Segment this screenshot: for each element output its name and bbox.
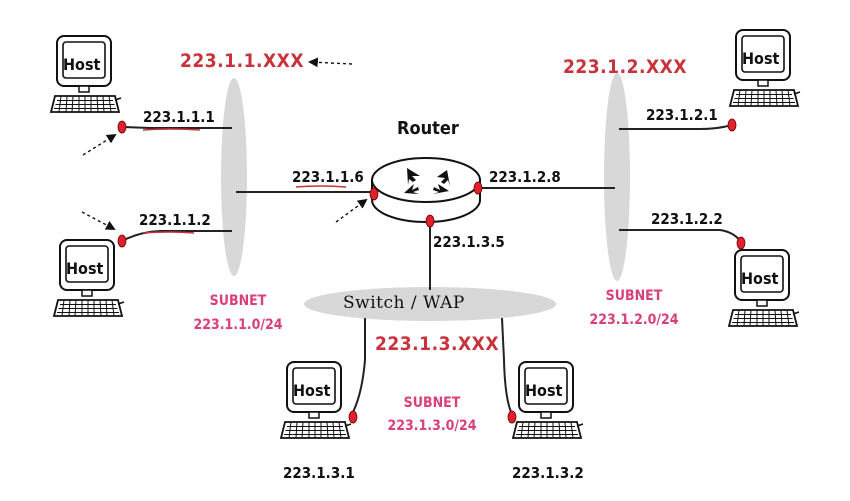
host-computer-5	[280, 361, 352, 439]
router-ip-right: 223.1.2.8	[489, 168, 561, 186]
network-label-2: 223.1.2.XXX	[563, 56, 687, 78]
router-icon	[371, 157, 481, 223]
router-ip-left: 223.1.1.6	[292, 168, 364, 186]
host-label-4: Host	[741, 269, 779, 288]
host-computer-3	[729, 29, 801, 107]
host-computer-1	[50, 35, 122, 113]
subnet-ellipse-2	[604, 73, 630, 281]
subnet-ellipse-1	[221, 78, 247, 276]
host-computer-2	[53, 239, 125, 317]
subnet-value-2: 223.1.2.0/24	[589, 312, 679, 328]
underlines	[142, 128, 347, 234]
host-ip-1: 223.1.1.1	[143, 108, 215, 126]
router-label: Router	[397, 118, 459, 139]
host-label-6: Host	[525, 381, 563, 400]
subnet-title-1: SUBNET	[209, 293, 267, 309]
host-computer-4	[728, 249, 800, 327]
interface-dots	[117, 118, 746, 424]
host-ip-3: 223.1.2.1	[646, 106, 718, 124]
host-label-5: Host	[293, 381, 331, 400]
host-label-2: Host	[66, 259, 104, 278]
host-ip-2: 223.1.1.2	[139, 211, 211, 229]
switch-ellipse	[304, 287, 556, 321]
router-ip-bottom: 223.1.3.5	[433, 233, 505, 251]
network-label-1: 223.1.1.XXX	[180, 50, 304, 72]
host-computer-6	[512, 361, 584, 439]
host-ip-6: 223.1.3.2	[512, 464, 584, 482]
subnet-value-1: 223.1.1.0/24	[193, 317, 283, 333]
subnet-title-3: SUBNET	[403, 395, 461, 411]
host-ip-4: 223.1.2.2	[651, 210, 723, 228]
subnet-title-2: SUBNET	[605, 288, 663, 304]
host-label-1: Host	[63, 55, 101, 74]
network-label-3: 223.1.3.XXX	[375, 333, 499, 355]
host-ip-5: 223.1.3.1	[283, 464, 355, 482]
pointer-arrows	[81, 57, 368, 230]
subnet-value-3: 223.1.3.0/24	[387, 418, 477, 434]
host-label-3: Host	[742, 49, 780, 68]
switch-label: Switch / WAP	[343, 293, 465, 313]
